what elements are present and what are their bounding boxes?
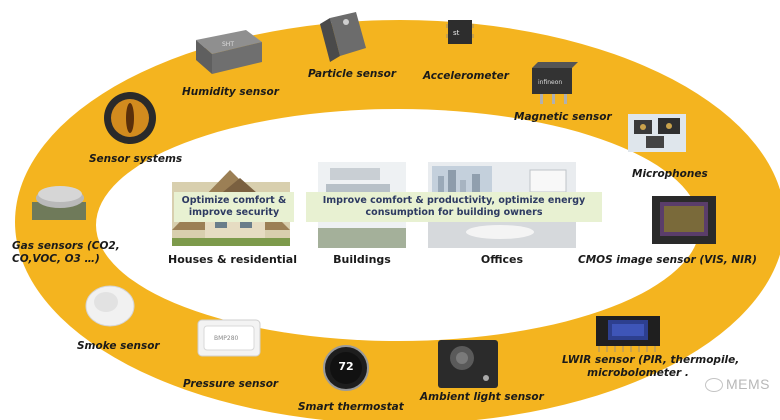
- lwir-sensor-label-line1: LWIR sensor (PIR, thermopile,: [562, 354, 740, 366]
- gas-sensors-label: Gas sensors (CO2, CO,VOC, O3 …): [12, 240, 120, 266]
- ambient-light-sensor-image: [438, 340, 498, 388]
- sensor-systems-image: [104, 92, 156, 144]
- humidity-sensor-image: SHT: [196, 30, 262, 74]
- svg-text:BMP280: BMP280: [214, 335, 239, 342]
- smoke-sensor-image: [85, 285, 135, 327]
- svg-text:SHT: SHT: [222, 41, 234, 48]
- energy-consumption-line2: consumption for building owners: [365, 207, 543, 218]
- thermostat-display: 72: [338, 360, 354, 373]
- gas-sensors-label-line2: CO,VOC, O3 …): [12, 253, 100, 265]
- magnetic-sensor-label: Magnetic sensor: [514, 111, 612, 123]
- smart-thermostat-image: [323, 345, 369, 391]
- gas-sensor-image: [32, 186, 86, 220]
- watermark-text: MEMS: [726, 375, 770, 392]
- watermark: MEMS: [705, 376, 770, 392]
- particle-sensor-label: Particle sensor: [308, 68, 396, 80]
- cmos-image-sensor-label: CMOS image sensor (VIS, NIR): [578, 254, 757, 266]
- smoke-sensor-label: Smoke sensor: [77, 340, 160, 352]
- accelerometer-label: Accelerometer: [423, 70, 509, 82]
- sensor-systems-label: Sensor systems: [89, 153, 183, 165]
- lwir-sensor-label: LWIR sensor (PIR, thermopile, microbolom…: [562, 354, 740, 380]
- comfort-security-box: Optimize comfort & improve security: [174, 192, 294, 222]
- cmos-sensor-image: [652, 196, 716, 244]
- microphones-image: [628, 114, 686, 152]
- comfort-security-line2: improve security: [188, 207, 280, 218]
- offices-label: Offices: [480, 253, 524, 266]
- smart-thermostat-label: Smart thermostat: [298, 401, 404, 413]
- accelerometer-image: st: [446, 20, 474, 44]
- pressure-sensor-image: BMP280: [197, 319, 261, 357]
- houses-residential-label: Houses & residential: [168, 253, 297, 266]
- buildings-label: Buildings: [333, 253, 391, 266]
- svg-text:infineon: infineon: [538, 79, 562, 86]
- lwir-sensor-image: [596, 316, 660, 352]
- microphones-label: Microphones: [632, 168, 708, 180]
- lwir-sensor-label-line2: microbolometer .: [587, 367, 689, 379]
- magnetic-sensor-image: infineon: [532, 62, 578, 104]
- particle-sensor-image: [320, 12, 366, 62]
- svg-text:st: st: [453, 29, 460, 37]
- humidity-sensor-label: Humidity sensor: [182, 86, 279, 98]
- ambient-light-sensor-label: Ambient light sensor: [420, 391, 544, 403]
- energy-consumption-line1: Improve comfort & productivity, optimize…: [322, 195, 586, 206]
- pressure-sensor-label: Pressure sensor: [183, 378, 279, 390]
- wechat-icon: [705, 378, 723, 392]
- comfort-security-line1: Optimize comfort &: [181, 195, 287, 206]
- gas-sensors-label-line1: Gas sensors (CO2,: [12, 240, 120, 252]
- energy-consumption-box: Improve comfort & productivity, optimize…: [306, 192, 602, 222]
